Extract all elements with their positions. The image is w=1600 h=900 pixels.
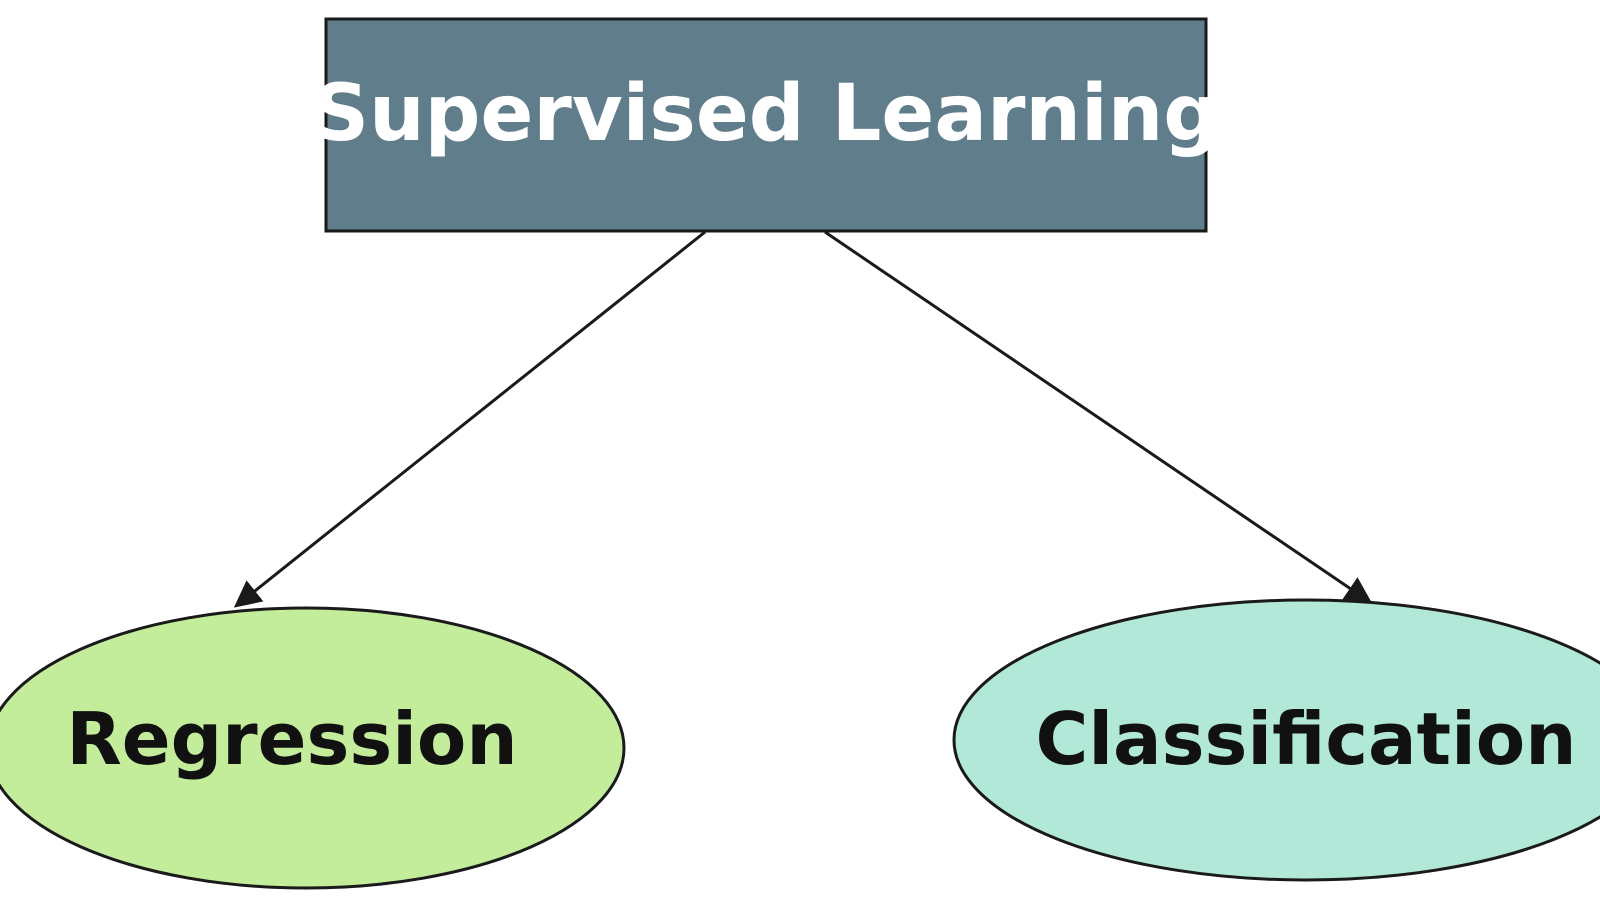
- edge-root-to-regression: [233, 230, 706, 608]
- node-classification-ellipse: [952, 598, 1600, 882]
- node-regression: Regression: [0, 606, 626, 890]
- node-supervised-learning-label: Supervised Learning: [313, 69, 1219, 159]
- node-classification-label: Classification: [1036, 697, 1577, 781]
- edge-root-to-classification: [824, 230, 1373, 604]
- node-regression-ellipse: [0, 606, 626, 890]
- node-classification: Classification: [952, 598, 1600, 882]
- node-supervised-learning-box: [324, 17, 1208, 233]
- node-regression-label: Regression: [66, 697, 517, 781]
- node-supervised-learning: Supervised Learning: [313, 17, 1219, 233]
